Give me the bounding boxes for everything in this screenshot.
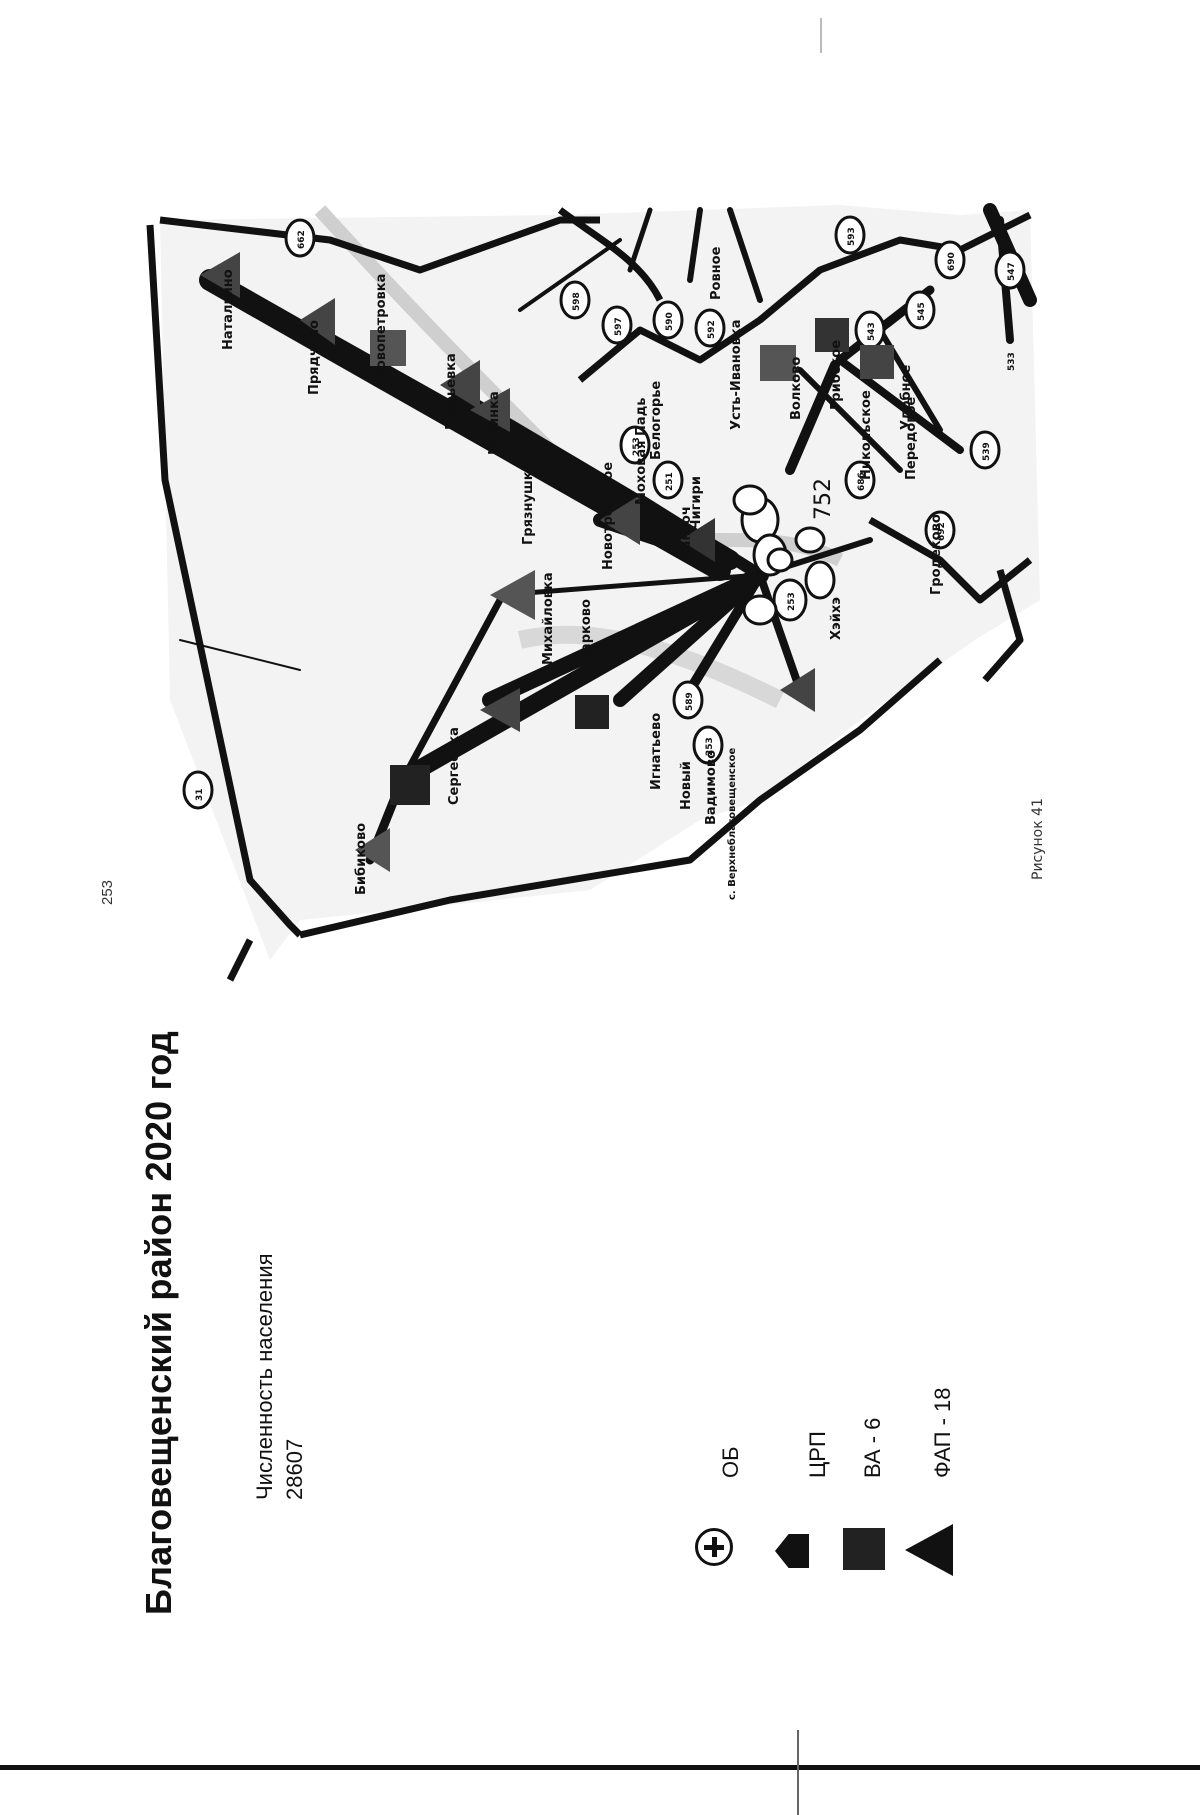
road-marker-number: 539 [982,442,992,461]
settlement-label: Чигири [689,476,704,530]
road-markers [182,215,1026,810]
road-marker-number: 543 [867,322,877,341]
center-value: 752 [811,478,836,520]
road-marker-number: 547 [1007,262,1017,281]
settlement-label: Гродеково [929,514,944,595]
settlement-label: Новинка [487,391,502,455]
settlement-label: Новопетровка [374,274,389,380]
triangle-icon [905,1524,953,1576]
settlement-label: Михайловка [541,572,556,665]
settlement-label: Хэйхэ [829,597,844,640]
settlement-label: Новый [679,761,694,810]
pentagon-icon [775,1534,809,1568]
page-title: Благовещенский район 2020 год [138,1030,179,1615]
road-marker-number: 597 [614,317,624,336]
scan-mark [820,18,822,53]
settlement-label: Никольское [859,390,874,480]
population-value: 28607 [282,1438,307,1500]
road-marker-number: 31 [195,788,205,801]
legend-va-label: ВА - 6 [860,1417,885,1478]
settlement-label: с. Верхнеблаговещенское [726,747,738,900]
legend-fap-label: ФАП - 18 [930,1387,955,1478]
road-marker-labels: 31 662 598 597 590 592 593 543 690 547 545 539 533 25… [195,227,1017,801]
settlement-label: Удобное [899,365,914,430]
road-marker-number: 692 [937,522,947,541]
bottom-rule [0,1765,1200,1770]
settlement-label: Ровное [709,246,724,300]
settlement-label: Волково [789,357,804,420]
legend-ob-label: ОБ [718,1446,743,1478]
settlement-label: Белогорье [649,381,664,460]
road-marker-number: 253 [632,437,642,456]
population-label: Численность населения [252,1253,277,1500]
settlement-label: Моховая Падь [634,398,649,505]
road-marker-number: 686 [857,472,867,491]
facility-markers [200,252,894,872]
settlement-label: Грязнушка [521,463,536,545]
road-marker-number: 253 [787,592,797,611]
settlement-label: Прядчино [307,320,322,395]
road-marker-number: 598 [572,292,582,311]
settlement-label: Игнатьево [649,713,664,790]
road-marker-number: 545 [917,302,927,321]
district-border [146,207,1033,982]
settlement-label: Сергеевка [447,727,462,805]
center-cluster [732,484,826,626]
square-icon [843,1528,885,1570]
settlement-label: Грибское [829,340,844,410]
road-marker-number: 662 [297,230,307,249]
road-marker-number: 593 [847,227,857,246]
road-marker-number: 592 [707,320,717,339]
settlement-label: Егорьевка [444,353,459,430]
road-marker-number: 589 [685,692,695,711]
hospital-cross-circle-icon [695,1528,733,1566]
legend-crp-label: ЦРП [805,1431,830,1478]
settlement-label: Усть-Ивановка [729,320,744,431]
center-label: 752 [811,478,836,520]
settlement-label: Вадимово [704,750,719,825]
settlement-label: Бибиково [354,823,369,895]
settlement-label: Натальино [221,269,236,350]
road-marker-number: 533 [1007,352,1017,371]
road-marker-number: 590 [665,312,675,331]
settlement-label: Канточ [679,506,694,560]
settlement-label: Новотроицкое [601,462,616,570]
road-marker-number: 251 [665,472,675,491]
road-marker-number: 690 [947,252,957,271]
scan-mark [797,1730,799,1815]
settlement-label: Марково [579,599,594,665]
settlement-label: Передовое [904,397,919,480]
road-marker-number: 253 [705,737,715,756]
